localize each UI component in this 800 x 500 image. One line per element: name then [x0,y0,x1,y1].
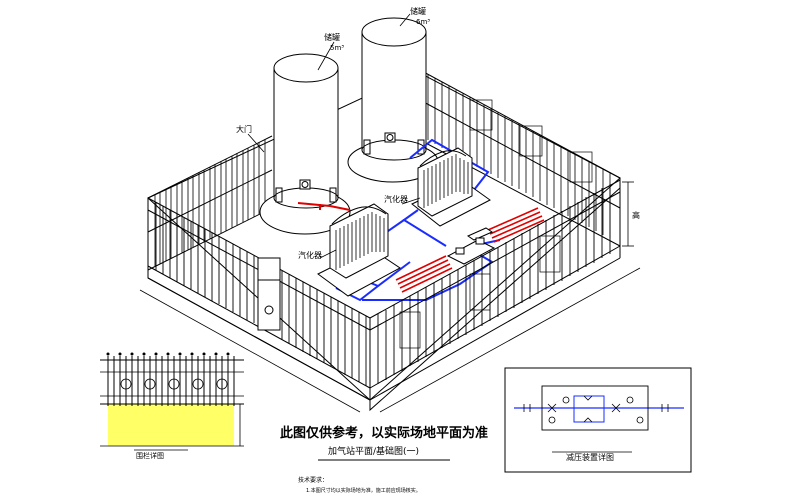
regulator-detail: 减压装置详图 [504,367,692,473]
regulator-detail-caption: 减压装置详图 [566,452,614,462]
tank-right-bottom [361,139,427,161]
regulator-skid [446,227,496,265]
fence-lattice-front [399,235,561,349]
fence-detail: 围栏详图 [100,352,244,460]
vaporizer-upper [411,147,491,227]
tech-req-text: 1.本图尺寸均以实际场地为准，施工前应现场核实。 [306,487,421,494]
height-dimension-label: 高 [632,210,640,220]
fence-front-right-bars [377,184,611,384]
tank-right-label: 储罐 [410,6,426,16]
pipe-liquid-heater-lower [395,255,453,293]
gate-label: 大门 [236,124,252,134]
pipe-liquid [297,202,351,211]
tank-left-top [273,53,339,83]
fence-detail-foundation [108,404,234,446]
tank-left-nameplate [299,179,311,190]
regulator-detail-frame [504,367,692,473]
main-note: 此图仅供参考，以实际场地平面为准 [280,425,488,441]
pipe-liquid-heater-upper [487,207,545,243]
gate [257,257,281,331]
tank-left-label: 储罐 [324,32,340,42]
plan-title: 加气站平面/基础图(一) [328,445,419,457]
tank-right-volume: 6m³ [416,18,430,26]
tank-right-body [361,31,427,151]
tank-right [347,17,439,183]
tech-req-title: 技术要求： [298,476,328,484]
tank-right-nameplate [384,132,396,143]
tank-left-body [273,67,339,199]
tank-right-top [361,17,427,47]
vaporizer-upper-label: 汽化器 [384,194,408,204]
vaporizer-lower-label: 汽化器 [298,250,322,260]
fence-front-left-bars [155,202,367,386]
dimension-lines [139,181,641,413]
tank-left [259,53,351,235]
fence-detail-caption: 围栏详图 [136,451,164,460]
fence-lattice-back [469,99,593,183]
tank-left-volume: 5m³ [330,44,344,52]
vaporizer-lower [317,203,401,297]
leader-lines [247,13,421,259]
